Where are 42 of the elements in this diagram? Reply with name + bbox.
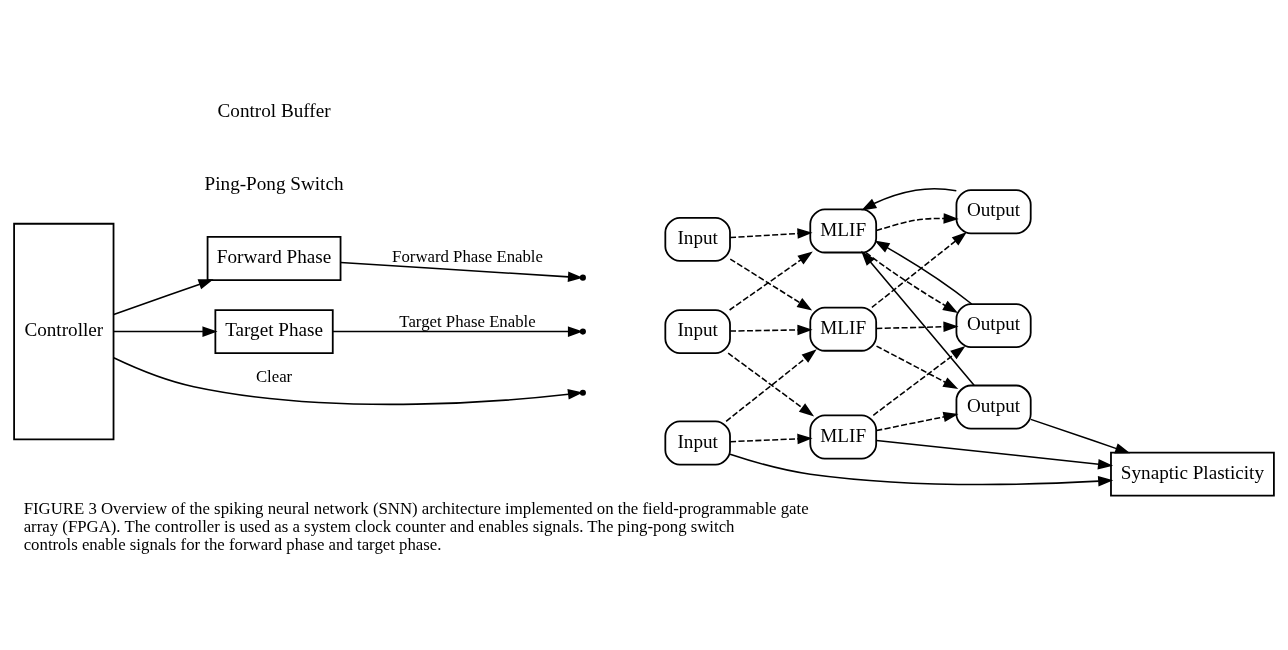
arrow	[729, 324, 813, 336]
node-box: Output	[955, 303, 1032, 349]
arrow	[874, 240, 973, 305]
node-box: Synaptic Plasticity	[1110, 451, 1275, 497]
node-box: MLIF	[809, 306, 878, 352]
arrow	[729, 228, 813, 239]
arrow	[725, 349, 817, 423]
arrow	[112, 279, 214, 316]
arrow	[865, 251, 958, 313]
label: Control Buffer	[217, 99, 331, 121]
arrow	[339, 261, 584, 283]
arrow	[112, 326, 218, 337]
arrow	[875, 321, 959, 333]
arrow	[729, 453, 1114, 487]
node-box: Input	[664, 420, 731, 466]
node-box: Forward Phase	[206, 236, 342, 281]
arrow	[861, 250, 975, 387]
arrow	[875, 345, 959, 390]
caption: FIGURE 3 Overview of the spiking neural network (SNN) architecture implemented on the field-programmable gate array (FPGA). The controller is used as a system clock counter and enables signals. The ping-pong switch controls enable signals for the forward phase and target phase.	[23, 498, 809, 554]
arrow	[875, 213, 959, 232]
arrow	[729, 433, 813, 445]
arrow	[872, 345, 966, 417]
arrow	[112, 356, 584, 406]
arrow	[727, 352, 815, 417]
edge-label: Target Phase Enable	[399, 312, 536, 332]
node-box: MLIF	[809, 208, 878, 254]
node-box: Input	[664, 216, 731, 262]
node-box: MLIF	[809, 414, 878, 460]
edge-label: Clear	[255, 367, 293, 387]
label: Ping-Pong Switch	[204, 172, 344, 194]
arrow	[871, 232, 967, 309]
edge-label: Forward Phase Enable	[392, 247, 543, 267]
arrow	[861, 187, 958, 211]
node-box: Input	[664, 309, 731, 355]
arrow	[875, 411, 959, 432]
arrow	[1030, 418, 1131, 454]
node-box: Target Phase	[214, 309, 334, 355]
node-box: Output	[955, 189, 1032, 235]
arrow	[332, 326, 584, 337]
node-box: Output	[955, 384, 1032, 430]
node-box: Controller	[13, 222, 115, 441]
arrow	[875, 439, 1114, 470]
